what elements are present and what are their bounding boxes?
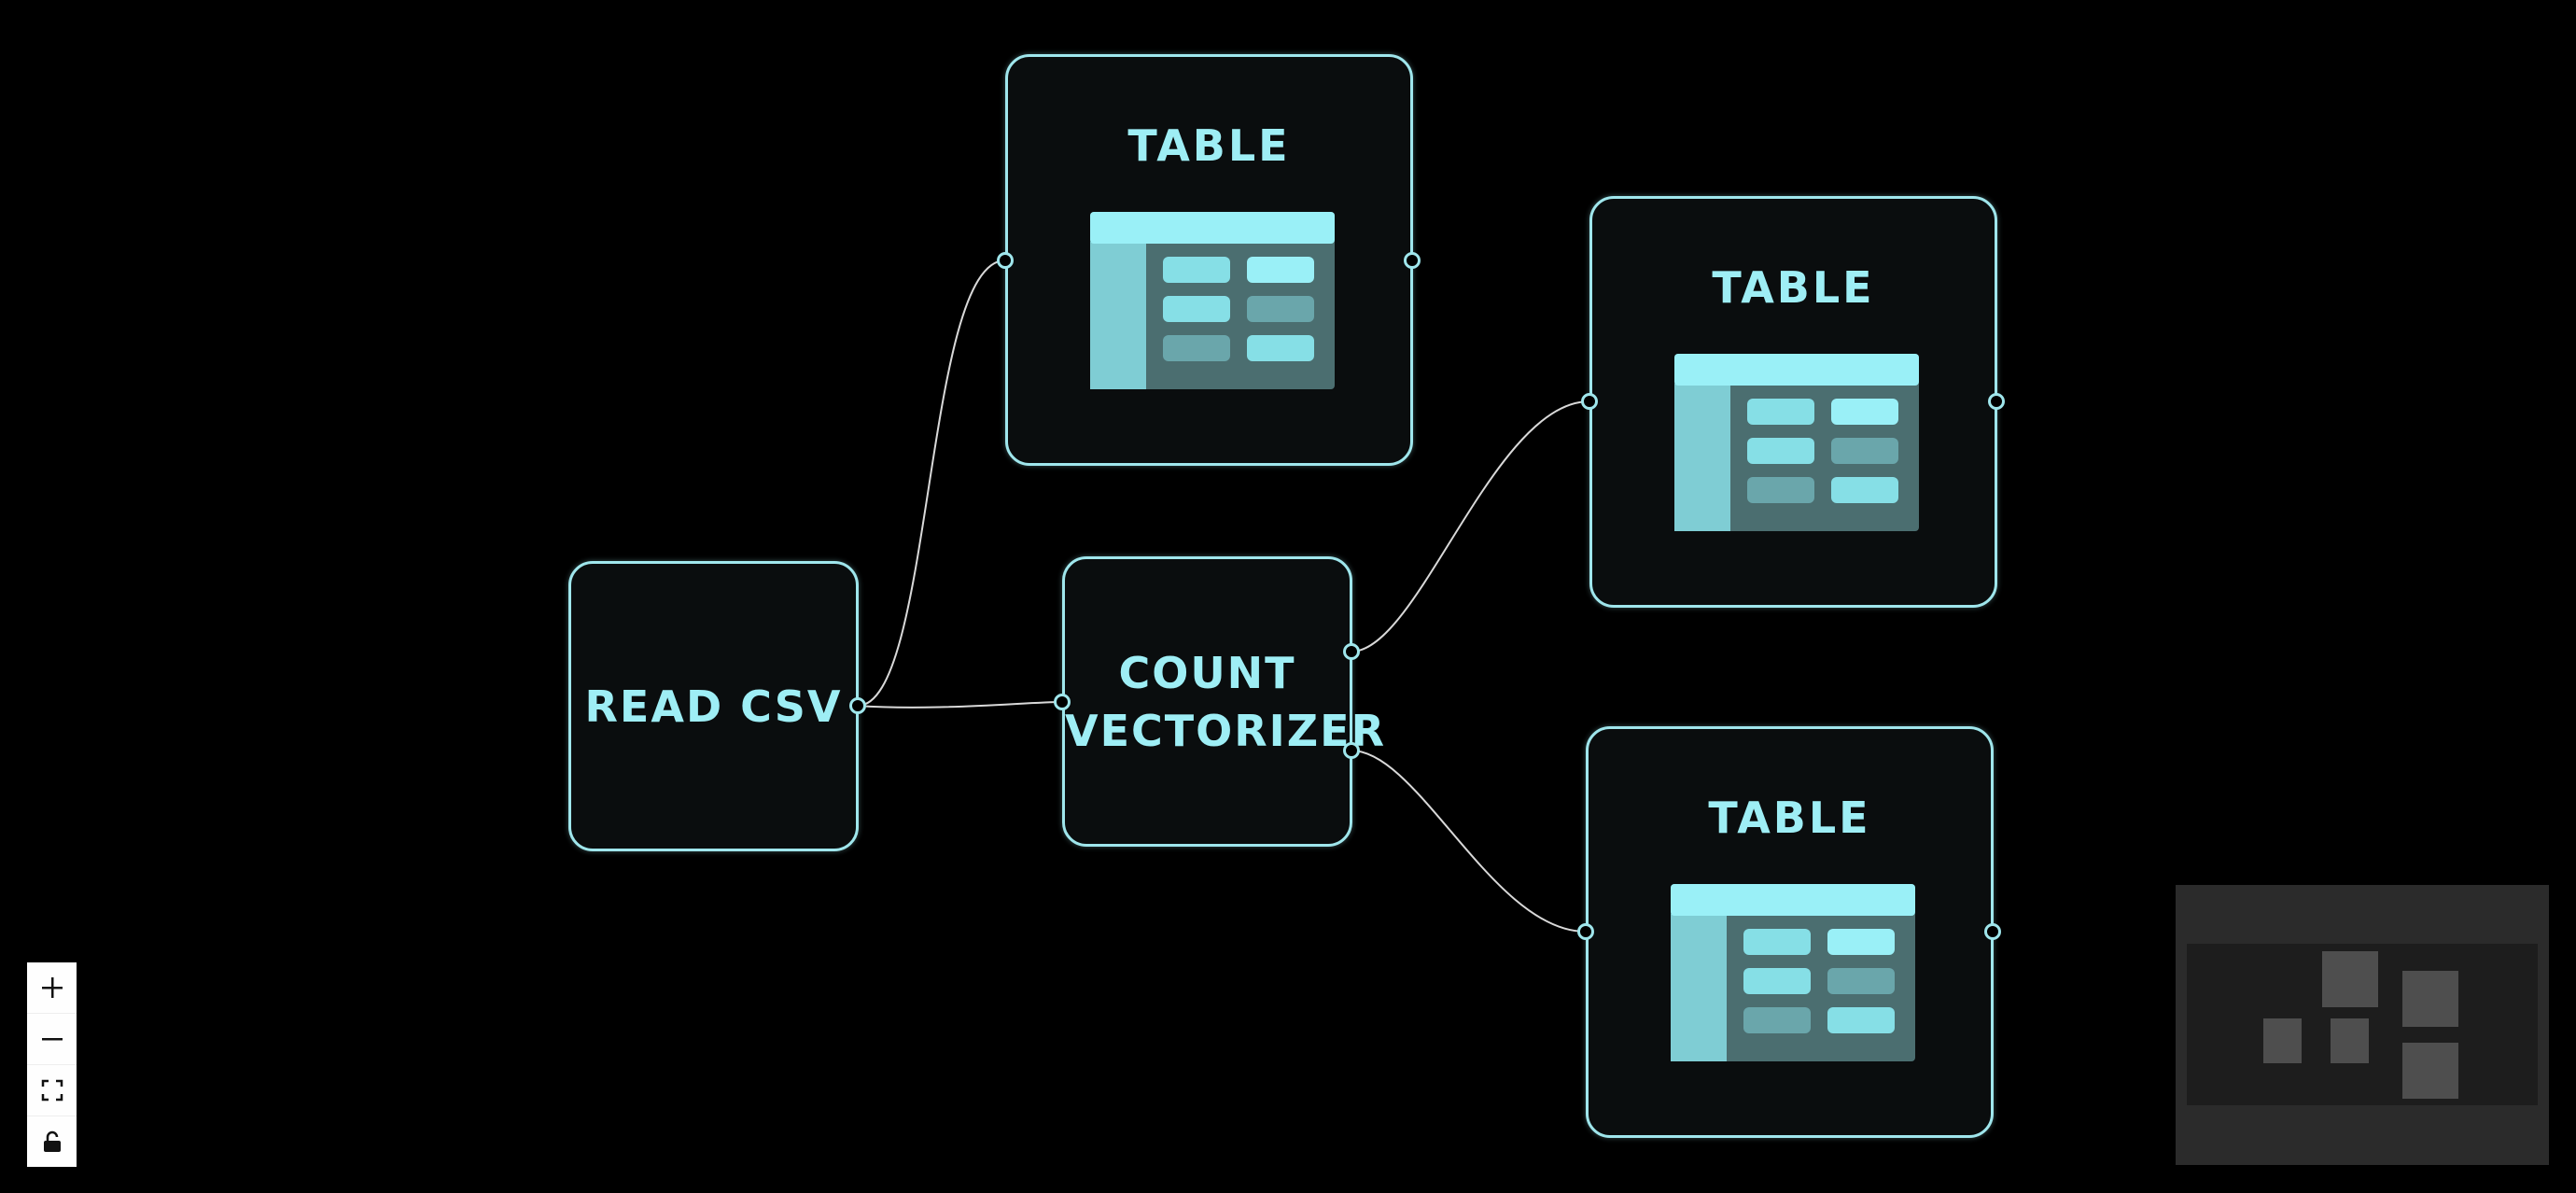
- fit-view-button[interactable]: [27, 1065, 77, 1116]
- minimap-node-count-vectorizer: [2331, 1018, 2369, 1063]
- table-3-input-handle[interactable]: [1577, 923, 1594, 940]
- table-node-2[interactable]: TABLE: [1589, 196, 1997, 608]
- minimap-node-table-3: [2402, 1043, 2458, 1099]
- table-2-input-handle[interactable]: [1581, 393, 1598, 410]
- table-node-1[interactable]: TABLE: [1005, 54, 1413, 466]
- table-1-input-handle[interactable]: [997, 252, 1014, 269]
- read-csv-node[interactable]: READ CSV: [568, 561, 859, 851]
- table-3-output-handle[interactable]: [1984, 923, 2001, 940]
- plus-icon: [41, 977, 63, 998]
- node-title-line-2: VECTORIZER: [1065, 705, 1386, 756]
- node-title-line-1: COUNT: [1118, 647, 1296, 698]
- zoom-in-button[interactable]: [27, 962, 77, 1014]
- count-vectorizer-node[interactable]: COUNT VECTORIZER: [1062, 556, 1386, 847]
- minimap-node-table-2: [2402, 971, 2458, 1027]
- node-title: TABLE: [1712, 262, 1875, 313]
- table-2-output-handle[interactable]: [1988, 393, 2005, 410]
- unlock-icon: [43, 1130, 61, 1152]
- minimap-node-table-1: [2322, 951, 2378, 1007]
- count-vectorizer-output-handle-2[interactable]: [1343, 742, 1360, 759]
- table-icon: [1674, 354, 1919, 531]
- node-title: TABLE: [1708, 793, 1871, 843]
- count-vectorizer-output-handle-1[interactable]: [1343, 643, 1360, 660]
- table-1-output-handle[interactable]: [1404, 252, 1421, 269]
- toggle-interactivity-button[interactable]: [27, 1116, 77, 1167]
- edge-read-csv-to-count-vectorizer[interactable]: [857, 701, 1063, 709]
- zoom-out-button[interactable]: [27, 1014, 77, 1065]
- table-icon: [1090, 212, 1335, 389]
- minus-icon: [41, 1038, 63, 1041]
- edge-count-vectorizer-to-table-2[interactable]: [1351, 400, 1590, 653]
- table-node-3[interactable]: TABLE: [1586, 726, 1994, 1138]
- minimap-node-read-csv: [2263, 1018, 2302, 1063]
- fit-view-icon: [41, 1079, 63, 1102]
- edge-count-vectorizer-to-table-3[interactable]: [1351, 750, 1587, 933]
- table-icon: [1671, 884, 1915, 1061]
- node-title: COUNT VECTORIZER: [1065, 644, 1386, 760]
- count-vectorizer-input-handle[interactable]: [1054, 694, 1071, 710]
- node-title: TABLE: [1127, 120, 1291, 171]
- edge-read-csv-to-table[interactable]: [857, 260, 1006, 707]
- node-title: READ CSV: [584, 681, 843, 732]
- read-csv-output-handle[interactable]: [849, 697, 866, 714]
- view-controls: [27, 962, 77, 1167]
- minimap[interactable]: [2176, 885, 2549, 1165]
